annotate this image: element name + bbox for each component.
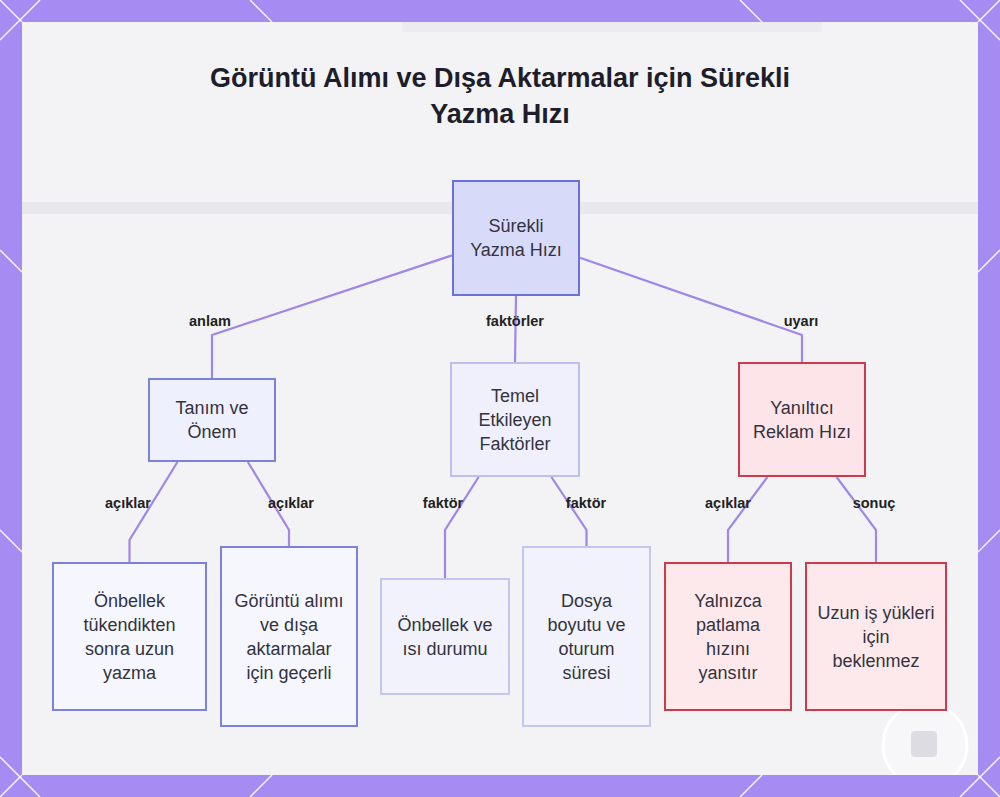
- node-label: Dosya boyutu ve oturum süresi: [534, 589, 639, 685]
- node-label: Uzun iş yükleri için beklenmez: [817, 601, 935, 673]
- node-text-group: Tanım ve Önem: [160, 396, 264, 444]
- warning-leaf-box: Yalnızca patlama hızını yansıtır: [664, 562, 792, 711]
- diagram-title: Görüntü Alımı ve Dışa Aktarmalar için Sü…: [200, 60, 800, 132]
- connector-line: [445, 477, 479, 578]
- branch-box: Tanım ve Önem: [148, 378, 276, 462]
- node-text-group: Görüntü alımı ve dışa aktarmalar için ge…: [232, 589, 346, 685]
- node-label: Görüntü alımı ve dışa aktarmalar için ge…: [232, 589, 346, 685]
- branch-box: Temel Etkileyen Faktörler: [450, 362, 580, 477]
- node-text-group: Sürekli Yazma Hızı: [464, 214, 568, 262]
- node-text-group: Yanıltıcı Reklam Hızı: [750, 396, 854, 444]
- edge-label: faktörler: [486, 313, 544, 329]
- edge-label: uyarı: [784, 313, 819, 329]
- connector-line: [837, 477, 876, 562]
- leaf-box: Dosya boyutu ve oturum süresi: [522, 546, 651, 727]
- node-text-group: Uzun iş yükleri için beklenmez: [817, 601, 935, 673]
- node-label: Temel Etkileyen Faktörler: [462, 384, 568, 456]
- edge-label: anlam: [189, 313, 231, 329]
- connector-line: [130, 462, 178, 562]
- connector-line: [515, 296, 516, 362]
- leaf-box: Önbellek tükendikten sonra uzun yazma: [52, 562, 207, 711]
- node-label: Sürekli Yazma Hızı: [464, 214, 568, 262]
- node-text-group: Dosya boyutu ve oturum süresi: [534, 589, 639, 685]
- node-label: Önbellek tükendikten sonra uzun yazma: [64, 589, 195, 685]
- root-box: Sürekli Yazma Hızı: [452, 180, 580, 296]
- node-text-group: Önbellek tükendikten sonra uzun yazma: [64, 589, 195, 685]
- backdrop-band: [402, 22, 822, 32]
- logo-icon: [911, 731, 937, 757]
- leaf-box: Görüntü alımı ve dışa aktarmalar için ge…: [220, 546, 358, 727]
- connector-line: [580, 258, 802, 362]
- edge-label: faktör: [566, 495, 606, 511]
- node-label: Yalnızca patlama hızını yansıtır: [676, 589, 780, 685]
- edge-label: açıklar: [705, 495, 751, 511]
- edge-label: faktör: [423, 495, 463, 511]
- edge-label: açıklar: [268, 495, 314, 511]
- leaf-box: Önbellek ve ısı durumu: [380, 578, 510, 695]
- node-text-group: Yalnızca patlama hızını yansıtır: [676, 589, 780, 685]
- warning-leaf-box: Uzun iş yükleri için beklenmez: [805, 562, 947, 711]
- node-label: Yanıltıcı Reklam Hızı: [750, 396, 854, 444]
- connector-line: [212, 255, 452, 378]
- logo-circle: [883, 703, 967, 775]
- connector-line: [551, 477, 586, 546]
- edge-label: açıklar: [105, 495, 151, 511]
- node-label: Tanım ve Önem: [160, 396, 264, 444]
- node-text-group: Temel Etkileyen Faktörler: [462, 384, 568, 456]
- node-text-group: Önbellek ve ısı durumu: [392, 613, 498, 661]
- edge-label: sonuç: [853, 495, 896, 511]
- node-label: Önbellek ve ısı durumu: [392, 613, 498, 661]
- warning-box: Yanıltıcı Reklam Hızı: [738, 362, 866, 477]
- connector-line: [728, 477, 767, 562]
